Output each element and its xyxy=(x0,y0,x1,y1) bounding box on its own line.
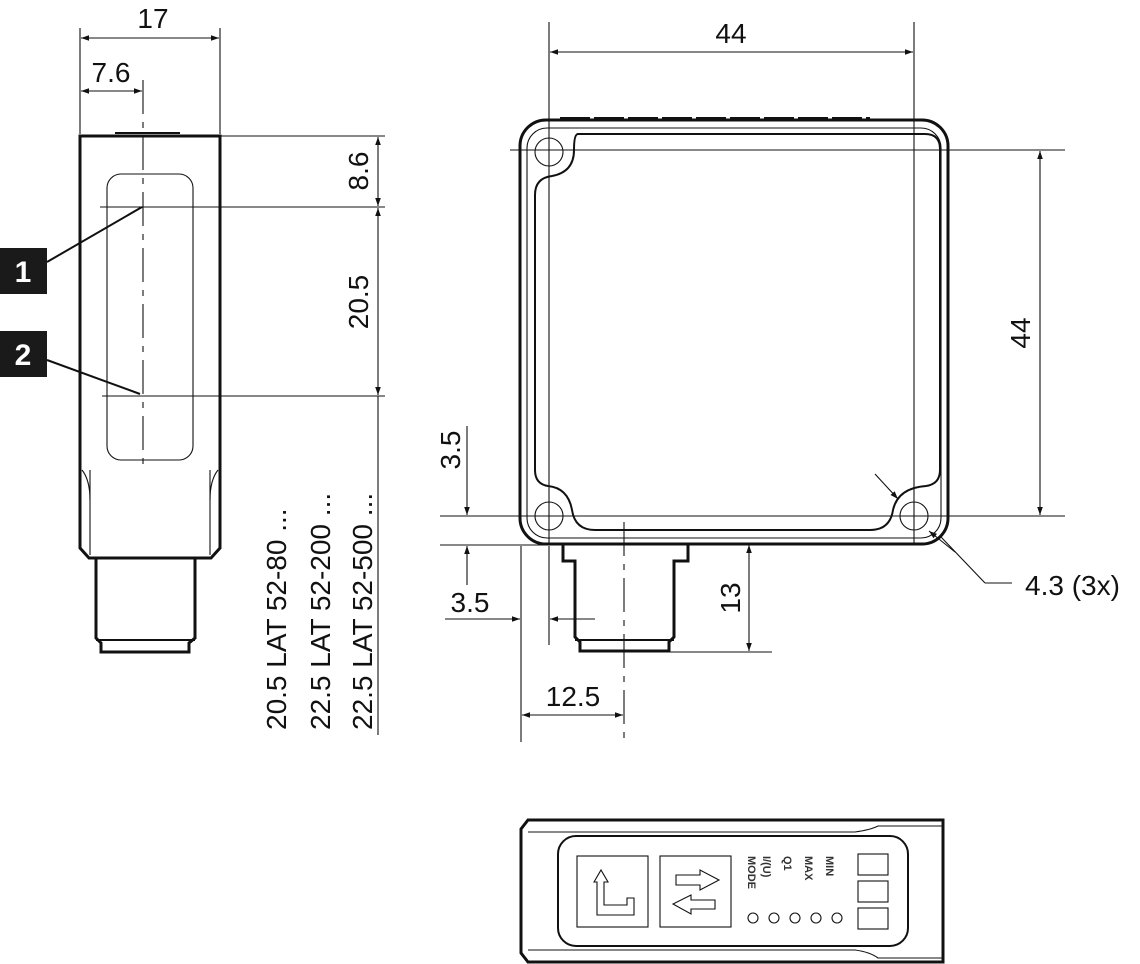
front-view: 44 44 3.5 3.5 13 12.5 4.3 (3x) xyxy=(435,18,1120,742)
dim-hole-to-side-3-5: 3.5 xyxy=(451,587,490,618)
variant-line-1: 20.5 LAT 52-80 ... xyxy=(261,508,292,730)
indicator-window xyxy=(857,880,889,903)
indicator-window xyxy=(857,907,889,930)
led-min xyxy=(831,912,843,924)
variant-line-2: 22.5 LAT 52-200 ... xyxy=(305,493,336,730)
side-view: 17 7.6 8.6 20.5 1 2 20.5 LAT 52-80 ... 2… xyxy=(0,3,385,735)
teach-in-button[interactable] xyxy=(576,855,649,928)
label-max: MAX xyxy=(802,856,814,881)
control-panel xyxy=(557,835,909,947)
dim-hole-diameter: 4.3 (3x) xyxy=(1025,570,1120,601)
led-q1 xyxy=(789,912,801,924)
callout-1: 1 xyxy=(0,248,47,294)
svg-text:1: 1 xyxy=(15,256,32,289)
dim-hole-spacing-h-44: 44 xyxy=(715,18,746,49)
label-q1: Q1 xyxy=(781,856,793,871)
top-view: MODE I/(U) Q1 MAX MIN xyxy=(519,818,945,964)
teach-in-icon xyxy=(593,868,635,916)
switch-button[interactable] xyxy=(659,855,732,928)
switch-direction-icon xyxy=(671,869,721,915)
led-mode xyxy=(747,912,759,924)
led-i-u xyxy=(768,912,780,924)
dim-hole-to-bottom-3-5: 3.5 xyxy=(435,431,466,470)
svg-text:2: 2 xyxy=(15,339,32,372)
dim-width-17: 17 xyxy=(137,3,168,34)
label-min: MIN xyxy=(823,856,835,876)
callout-2: 2 xyxy=(0,331,47,377)
dim-axis-spacing-20-5: 20.5 xyxy=(343,275,374,330)
dim-axis-offset-7-6: 7.6 xyxy=(92,57,131,88)
label-mode: MODE xyxy=(745,856,757,889)
dim-top-to-axis-8-6: 8.6 xyxy=(343,152,374,191)
dim-connector-height-13: 13 xyxy=(715,582,746,613)
indicator-window xyxy=(857,853,889,876)
dim-hole-spacing-v-44: 44 xyxy=(1005,317,1036,348)
led-max xyxy=(810,912,822,924)
label-i-u: I/(U) xyxy=(760,856,772,878)
dim-connector-offset-12-5: 12.5 xyxy=(546,681,601,712)
variant-line-3: 22.5 LAT 52-500 ... xyxy=(347,493,378,730)
